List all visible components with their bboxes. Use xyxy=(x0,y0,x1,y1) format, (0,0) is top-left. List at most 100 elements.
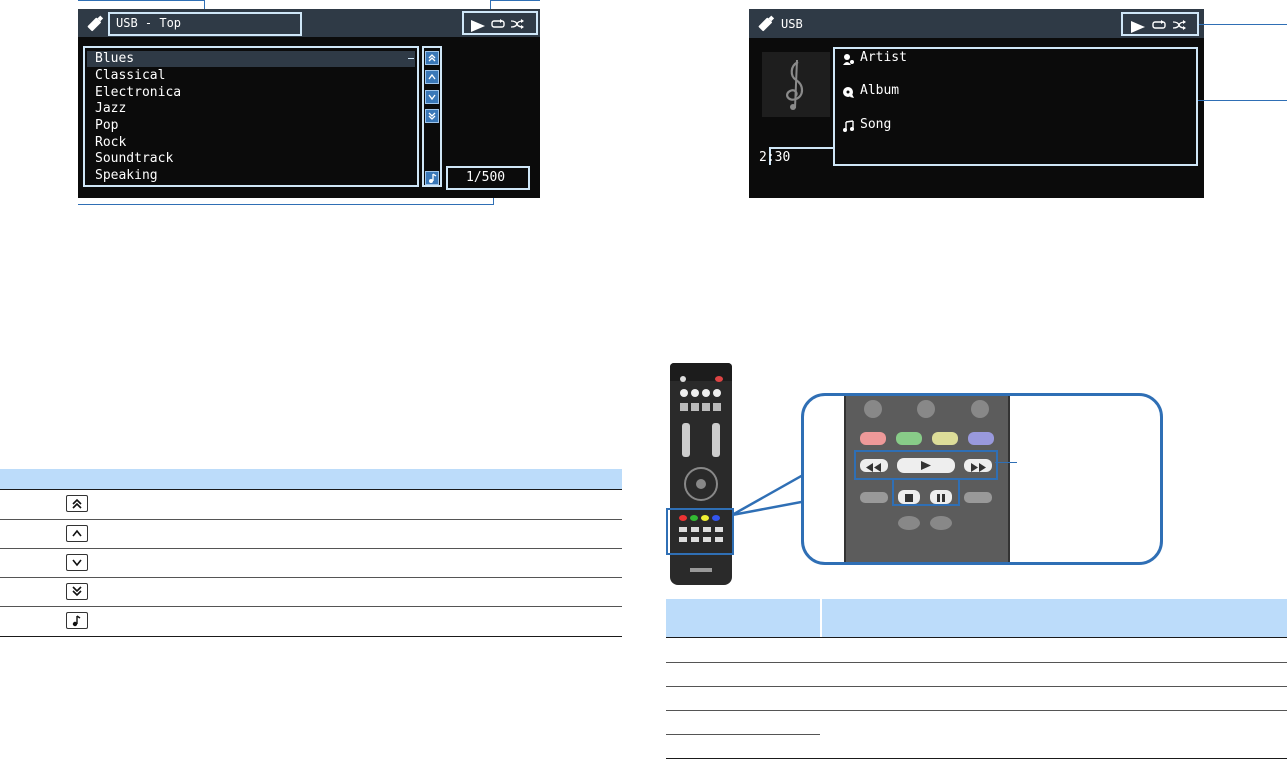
remote-table xyxy=(666,599,1287,759)
remote-mid-buttons xyxy=(680,403,722,411)
list-item[interactable]: Rock xyxy=(95,135,127,150)
page-up-icon xyxy=(66,495,88,512)
row-divider xyxy=(666,686,1287,687)
usb-icon xyxy=(84,13,106,33)
remote-dim-button xyxy=(964,492,992,503)
scroll-frame xyxy=(422,46,442,187)
remote-dim-button xyxy=(930,516,952,530)
list-highlight xyxy=(87,51,415,67)
remote-green xyxy=(690,515,698,521)
row-divider xyxy=(0,606,622,607)
album-art-placeholder xyxy=(762,52,830,117)
play-icon xyxy=(471,17,485,36)
row-divider xyxy=(0,636,622,637)
list-item[interactable]: Speaking xyxy=(95,168,158,183)
callout-status-line-v xyxy=(490,0,491,12)
play-button xyxy=(897,458,955,473)
remote-button xyxy=(691,389,699,397)
playback-screen: USB Artist Album Song 2:30 xyxy=(749,9,1204,198)
remote-red xyxy=(860,432,886,445)
row-divider xyxy=(666,710,1287,711)
page-down-icon[interactable] xyxy=(425,109,439,123)
album-label: Album xyxy=(860,83,900,98)
callout-counter-line xyxy=(78,204,493,205)
icon-table xyxy=(0,469,622,639)
remote-dpad-center xyxy=(696,479,706,489)
list-item[interactable]: Blues xyxy=(95,51,135,66)
page-down-icon xyxy=(66,583,88,600)
callout-counter-line-v xyxy=(493,194,494,205)
callout-title-line-v xyxy=(204,0,205,12)
callout-wedge xyxy=(732,470,812,517)
cursor-down-icon[interactable] xyxy=(425,90,439,104)
list-highlight-marker xyxy=(408,58,414,59)
remote-red xyxy=(679,515,687,521)
status-frame xyxy=(462,11,538,35)
artist-label: Artist xyxy=(860,50,907,65)
list-frame xyxy=(83,46,419,187)
list-item[interactable]: Pop xyxy=(95,118,119,133)
transport-highlight xyxy=(854,450,998,480)
list-item[interactable]: Electronica xyxy=(95,85,182,100)
remote-zoom-panel xyxy=(801,393,1163,565)
remote-blue xyxy=(712,515,720,521)
remote-transport xyxy=(679,537,723,542)
now-playing-icon xyxy=(66,612,88,629)
elapsed-time: 2:30 xyxy=(759,150,791,165)
counter-frame xyxy=(446,166,530,190)
remote-volume xyxy=(712,423,720,457)
icon-table-header xyxy=(0,469,622,489)
shuffle-icon xyxy=(1172,17,1186,36)
row-divider xyxy=(0,577,622,578)
stop-button xyxy=(898,490,920,504)
remote-transport xyxy=(679,527,723,532)
shuffle-icon xyxy=(510,16,524,35)
cursor-up-icon[interactable] xyxy=(425,70,439,84)
remote-button xyxy=(917,400,935,418)
now-playing-icon[interactable] xyxy=(425,171,439,185)
remote-yellow xyxy=(932,432,958,445)
pause-button xyxy=(930,490,952,504)
header-divider xyxy=(820,599,822,637)
list-item[interactable]: Soundtrack xyxy=(95,151,174,166)
yamaha-logo xyxy=(690,568,712,572)
remote-button xyxy=(680,389,688,397)
remote-blue xyxy=(968,432,994,445)
remote-button xyxy=(715,376,723,382)
playback-title: USB xyxy=(781,17,803,31)
cursor-down-icon xyxy=(66,554,88,571)
row-divider xyxy=(0,519,622,520)
elapsed-frame-v xyxy=(769,147,771,165)
callout-transport-line xyxy=(995,462,1017,463)
remote-highlight xyxy=(666,508,734,555)
page-up-icon[interactable] xyxy=(425,51,439,65)
callout-status-line xyxy=(490,0,540,1)
remote-table-header xyxy=(666,599,1287,637)
elapsed-frame xyxy=(769,147,835,149)
item-counter: 1/500 xyxy=(466,170,506,185)
remote-button xyxy=(971,400,989,418)
callout-info-line-2 xyxy=(1198,100,1287,101)
row-divider xyxy=(0,548,622,549)
album-icon xyxy=(842,84,855,103)
remote-button xyxy=(702,389,710,397)
row-divider-short xyxy=(666,734,820,735)
usb-icon xyxy=(755,13,777,33)
cursor-up-icon xyxy=(66,525,88,542)
row-divider xyxy=(0,489,622,490)
remote-button xyxy=(713,389,721,397)
remote-button xyxy=(864,400,882,418)
remote-control xyxy=(666,363,734,585)
status-frame xyxy=(1121,12,1199,36)
list-item[interactable]: Jazz xyxy=(95,101,127,116)
info-frame xyxy=(833,47,1198,166)
transport-highlight-lower xyxy=(892,478,960,506)
remote-dpad xyxy=(684,467,718,501)
remote-button xyxy=(680,376,686,382)
callout-title-line xyxy=(78,0,205,1)
repeat-icon xyxy=(1152,17,1166,36)
list-item[interactable]: Classical xyxy=(95,68,166,83)
row-divider xyxy=(666,637,1287,638)
remote-dim-button xyxy=(860,492,888,503)
song-icon xyxy=(842,118,855,137)
